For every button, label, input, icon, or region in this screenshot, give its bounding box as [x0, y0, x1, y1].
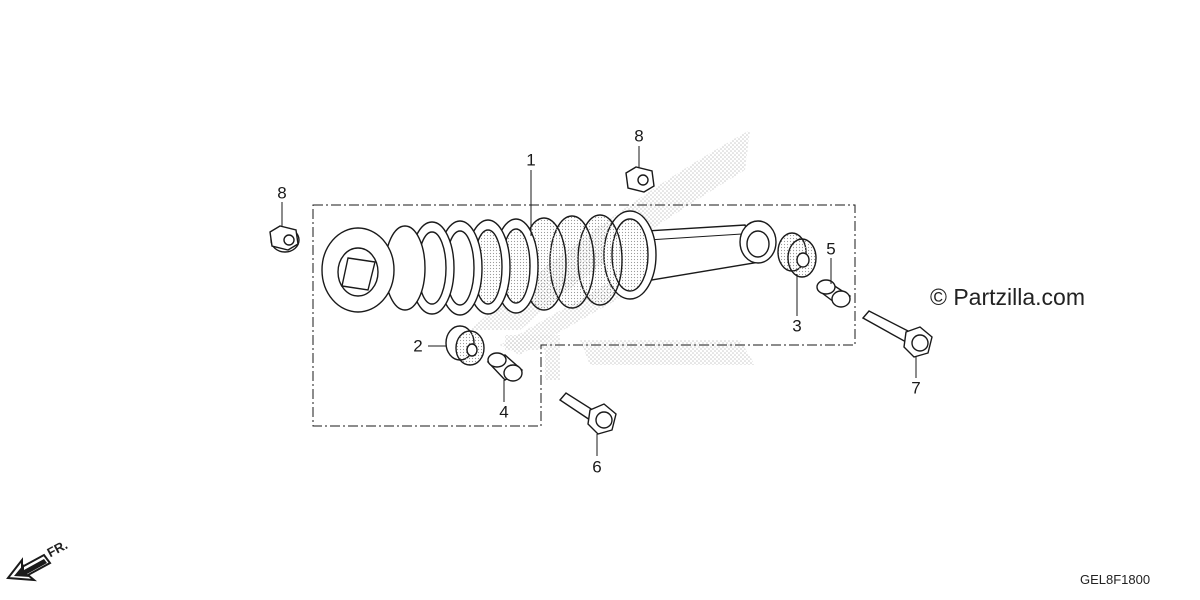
lower-bushing — [777, 232, 817, 278]
callout-upper-bolt: 6 — [592, 457, 602, 477]
callout-lower-collar: 5 — [826, 239, 836, 259]
shock-absorber — [321, 210, 777, 316]
upper-bushing — [445, 325, 485, 366]
copyright-notice: © Partzilla.com — [930, 284, 1085, 310]
nut-left — [269, 225, 300, 253]
front-direction-arrow-icon — [6, 553, 52, 582]
diagram-code: GEL8F1800 — [1080, 572, 1151, 587]
upper-collar — [486, 352, 524, 382]
callout-nut-top: 8 — [634, 126, 644, 146]
callout-shock-absorber: 1 — [526, 150, 536, 170]
callout-upper-bushing: 2 — [413, 336, 423, 356]
assembly-boundary — [312, 204, 856, 427]
lower-bolt — [861, 310, 933, 358]
leader-lines — [281, 146, 917, 456]
upper-bolt — [558, 392, 617, 435]
lower-collar — [816, 279, 852, 308]
nut-top — [625, 166, 655, 193]
callout-nut-left: 8 — [277, 183, 287, 203]
callout-upper-collar: 4 — [499, 402, 509, 422]
callout-lower-bolt: 7 — [911, 378, 921, 398]
callout-lower-bushing: 3 — [792, 316, 802, 336]
